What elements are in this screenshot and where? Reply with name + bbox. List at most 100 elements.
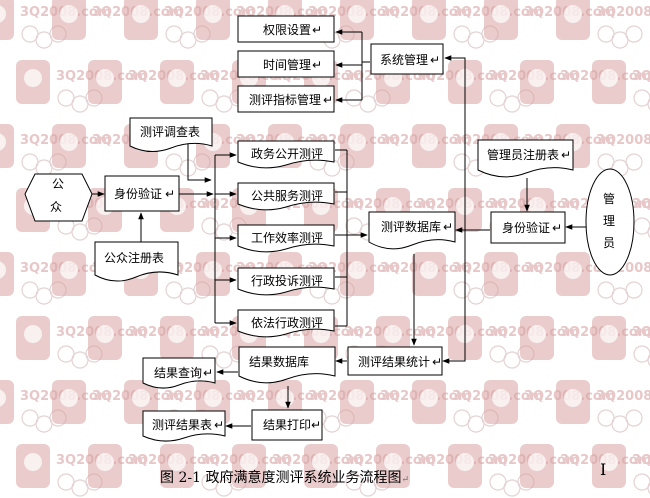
svg-text:↵: ↵ xyxy=(165,187,175,201)
watermark-logo-icon xyxy=(124,0,158,40)
watermark-logo-icon xyxy=(16,60,50,104)
work-efficiency-label: 工作效率测评 xyxy=(251,230,323,245)
olympic-rings-icon xyxy=(597,25,643,49)
watermark-text: 3Q2008.com xyxy=(596,5,650,20)
identity-admin-box: 身份验证 ↵ xyxy=(490,211,566,244)
olympic-rings-icon xyxy=(633,89,650,111)
result-query-doc: 结果查询 ↵ xyxy=(142,357,216,389)
eval-db-label: 测评数据库 xyxy=(381,219,441,234)
figure-caption: 图 2-1 政府满意度测评系统业务流程图↵ xyxy=(160,467,409,487)
watermark-logo-icon xyxy=(160,444,194,488)
result-table-label: 测评结果表 xyxy=(152,418,212,432)
watermark-text: 3Q2008.com xyxy=(632,325,650,340)
system-mgmt-box: 系统管理 ↵ xyxy=(370,43,444,75)
public-service-doc: 公共服务测评 xyxy=(237,182,335,211)
result-print-label: 结果打印 xyxy=(263,418,311,432)
watermark-text: 3Q2008.com xyxy=(596,133,650,148)
watermark-logo-icon xyxy=(340,124,374,168)
watermark-logo-icon xyxy=(304,444,338,488)
watermark-logo-icon xyxy=(52,380,86,424)
identity-public-box: 身份验证 ↵ xyxy=(104,175,180,212)
result-db-label: 结果数据库 xyxy=(249,354,309,369)
survey-form-label: 测评调查表 xyxy=(140,125,200,139)
watermark-text: 3Q2008.com xyxy=(596,389,650,404)
olympic-rings-icon xyxy=(453,25,499,49)
watermark-logo-icon xyxy=(376,444,410,488)
time-mgmt-label: 时间管理 xyxy=(263,57,311,72)
eval-stats-box: 测评结果统计 ↵ xyxy=(347,346,443,376)
gov-affairs-doc: 政务公开测评 xyxy=(237,140,335,169)
watermark-logo-icon xyxy=(340,0,374,40)
admin-actor-char-3: 员 xyxy=(603,236,615,250)
identity-public-label: 身份验证 xyxy=(114,186,162,201)
watermark-logo-icon xyxy=(520,60,554,104)
public-service-label: 公共服务测评 xyxy=(251,188,323,203)
watermark-logo-icon xyxy=(88,444,122,488)
svg-text:↵: ↵ xyxy=(443,220,453,234)
svg-text:↵: ↵ xyxy=(432,355,442,369)
watermark-logo-icon xyxy=(0,252,14,296)
admin-complaint-label: 行政投诉测评 xyxy=(251,273,323,288)
lawful-admin-label: 依法行政测评 xyxy=(251,315,323,330)
indicator-mgmt-box: 测评指标管理 ↵ xyxy=(237,85,335,113)
figure-caption-text: 图 2-1 政府满意度测评系统业务流程图 xyxy=(160,470,402,486)
watermark-logo-icon xyxy=(592,60,626,104)
svg-text:↵: ↵ xyxy=(203,366,213,380)
system-mgmt-label: 系统管理 xyxy=(380,52,428,67)
watermark-logo-icon xyxy=(484,0,518,40)
watermark-logo-icon xyxy=(340,252,374,296)
svg-text:↵: ↵ xyxy=(312,58,322,72)
public-actor: 公 众 xyxy=(24,173,93,222)
permission-box: 权限设置 ↵ xyxy=(237,15,335,43)
svg-text:↵: ↵ xyxy=(214,418,224,432)
watermark-logo-icon xyxy=(232,444,266,488)
edge-admin-to-stats xyxy=(442,230,466,364)
watermark-logo-icon xyxy=(412,124,446,168)
watermark-logo-icon xyxy=(340,380,374,424)
public-registry-doc: 公众注册表 xyxy=(94,241,179,282)
admin-complaint-doc: 行政投诉测评 xyxy=(237,267,335,296)
admin-actor-char-2: 理 xyxy=(603,214,615,228)
time-mgmt-box: 时间管理 ↵ xyxy=(237,50,335,78)
watermark-logo-icon xyxy=(520,316,554,360)
public-actor-label-bottom: 众 xyxy=(50,200,62,214)
watermark-logo-icon xyxy=(16,316,50,360)
watermark-logo-icon xyxy=(448,444,482,488)
admin-actor: 管 理 员 xyxy=(585,168,635,276)
indicator-mgmt-label: 测评指标管理 xyxy=(249,92,321,107)
watermark-logo-icon xyxy=(0,124,14,168)
watermark-logo-icon xyxy=(484,252,518,296)
svg-text:↵: ↵ xyxy=(552,221,562,235)
watermark-logo-icon xyxy=(196,252,230,296)
watermark-logo-icon xyxy=(412,380,446,424)
watermark-logo-icon xyxy=(16,444,50,488)
watermark-text: 3Q2008.com xyxy=(632,197,650,212)
permission-label: 权限设置 xyxy=(263,23,311,37)
watermark-logo-icon xyxy=(556,0,590,40)
result-table-doc: 测评结果表 ↵ xyxy=(142,410,226,442)
watermark-logo-icon xyxy=(88,60,122,104)
watermark-logo-icon xyxy=(412,252,446,296)
svg-text:↵: ↵ xyxy=(323,93,333,107)
watermark-logo-icon xyxy=(196,0,230,40)
watermark-logo-icon xyxy=(0,0,14,40)
edges xyxy=(90,29,588,429)
result-print-box: 结果打印 ↵ xyxy=(251,409,323,441)
watermark-logo-icon xyxy=(556,252,590,296)
watermark-logo-icon xyxy=(160,60,194,104)
text-cursor-icon: I xyxy=(600,460,607,479)
watermark-logo-icon xyxy=(52,124,86,168)
olympic-rings-icon xyxy=(597,409,643,433)
eval-db-doc: 测评数据库 ↵ xyxy=(368,211,456,250)
result-query-label: 结果查询 xyxy=(154,366,202,380)
olympic-rings-icon xyxy=(633,345,650,367)
lawful-admin-doc: 依法行政测评 xyxy=(237,309,335,338)
admin-registry-doc: 管理员注册表 ↵ xyxy=(477,139,574,178)
watermark-logo-icon xyxy=(0,380,14,424)
watermark-logo-icon xyxy=(88,316,122,360)
watermark-logo-icon xyxy=(412,0,446,40)
svg-text:↵: ↵ xyxy=(561,148,571,162)
work-efficiency-doc: 工作效率测评 xyxy=(237,224,335,253)
